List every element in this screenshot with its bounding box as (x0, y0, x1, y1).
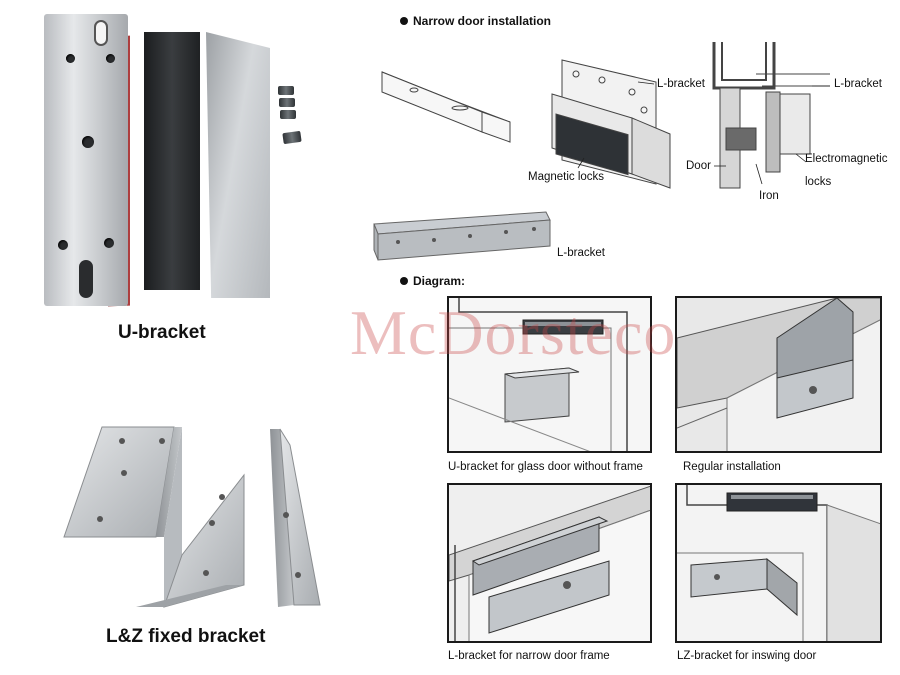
z-bracket-web (156, 427, 182, 537)
z-bracket-lower-face (164, 427, 182, 607)
screw (279, 98, 295, 107)
caption-glass-door: U-bracket for glass door without frame (448, 461, 643, 473)
diagram-heading: Diagram: (400, 274, 465, 288)
narrow-install-heading: Narrow door installation (400, 14, 551, 28)
screw (282, 130, 302, 145)
hole (58, 240, 68, 250)
hole (66, 54, 75, 63)
top-slot (94, 20, 108, 46)
hole (104, 238, 114, 248)
caption-regular: Regular installation (683, 461, 781, 473)
regular-install-drawing (677, 298, 880, 451)
narrow-frame-drawing (449, 485, 650, 641)
hole (82, 136, 94, 148)
bullet-icon (400, 17, 408, 25)
diagram-heading-text: Diagram: (413, 274, 466, 288)
aluminium-plate (206, 32, 270, 298)
label-door: Door (686, 160, 711, 172)
hole (106, 54, 115, 63)
label-iron: Iron (759, 190, 779, 202)
inswing-door-drawing (677, 485, 880, 641)
label-l-bracket-right: L-bracket (834, 78, 882, 90)
diagram-panel-regular (675, 296, 882, 453)
narrow-install-heading-text: Narrow door installation (413, 14, 552, 28)
label-electromagnetic: Electromagnetic (805, 153, 888, 165)
label-locks: locks (805, 176, 832, 188)
lz-bracket-photo (63, 426, 321, 608)
u-bracket-photo (28, 8, 328, 308)
lz-bracket-caption: L&Z fixed bracket (106, 626, 266, 647)
label-l-bracket-bottom: L-bracket (557, 247, 605, 259)
diagram-panel-inswing (675, 483, 882, 643)
caption-narrow-frame: L-bracket for narrow door frame (448, 650, 610, 662)
rubber-strip (144, 32, 200, 290)
u-bracket-plate (44, 14, 128, 306)
diagram-panel-narrow-frame (447, 483, 652, 643)
narrow-install-drawing (373, 42, 830, 261)
caption-inswing: LZ-bracket for inswing door (677, 650, 817, 662)
glass-door-drawing (449, 298, 650, 451)
bottom-slot (79, 260, 93, 298)
screw (278, 86, 294, 95)
label-l-bracket-top: L-bracket (657, 78, 705, 90)
l-bracket-face (279, 428, 321, 606)
z-bracket-base (136, 585, 244, 607)
screw (280, 110, 296, 119)
l-bracket-vertical (270, 429, 294, 607)
u-bracket-caption: U-bracket (118, 322, 206, 343)
label-magnetic-locks: Magnetic locks (528, 171, 605, 183)
z-bracket-top-face (63, 426, 175, 538)
bullet-icon (400, 277, 408, 285)
diagram-panel-glass-door (447, 296, 652, 453)
